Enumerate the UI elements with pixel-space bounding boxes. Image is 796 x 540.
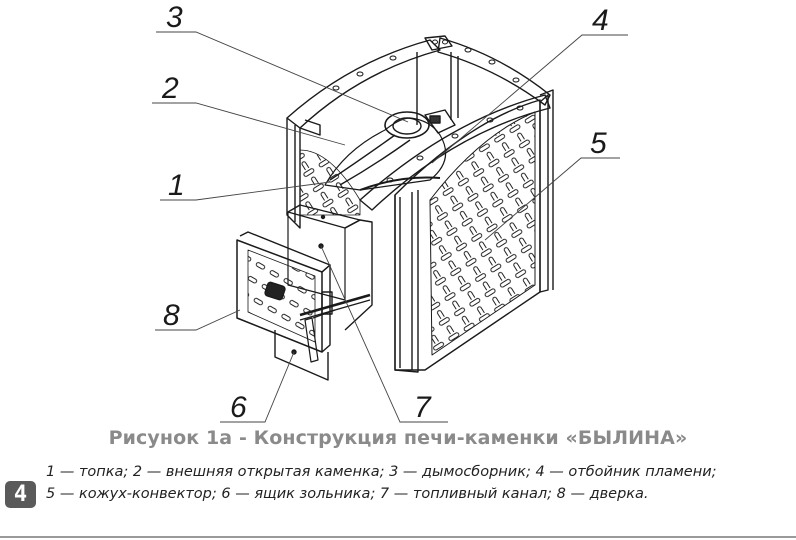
callout-8: 8 [163,299,180,332]
stove-diagram: 1 2 3 4 5 6 7 8 [152,1,628,424]
stove-drawing [236,35,554,381]
ash-box [274,330,329,381]
leader-lines [152,31,628,423]
leader-4 [431,34,628,164]
leader-6 [220,351,295,423]
top-frame-right [437,37,551,106]
convector-panel [394,99,541,371]
callout-6: 6 [230,391,247,424]
flue-ring [384,111,430,139]
leader-2 [152,102,346,146]
figure-caption: Рисунок 1а - Конструкция печи-каменки «Б… [108,427,688,449]
callout-3: 3 [166,1,183,34]
callout-numbers: 1 2 3 4 5 6 7 8 [161,1,609,424]
page-number-badge: 4 [5,481,36,508]
leader-1 [160,181,331,201]
leader-8 [155,309,241,331]
legend-line-2: 5 — кожух-конвектор; 6 — ящик зольника; … [46,486,649,502]
callout-7: 7 [414,391,432,424]
callout-2: 2 [161,72,179,105]
leader-3 [156,31,409,123]
callout-1: 1 [168,169,185,202]
callout-4: 4 [592,4,609,37]
leader-7 [320,245,448,423]
bottom-divider [0,536,796,538]
top-frame-left [286,39,441,129]
legend-line-1: 1 — топка; 2 — внешняя открытая каменка;… [46,464,717,480]
leader-5 [484,157,620,241]
callout-5: 5 [590,127,607,160]
